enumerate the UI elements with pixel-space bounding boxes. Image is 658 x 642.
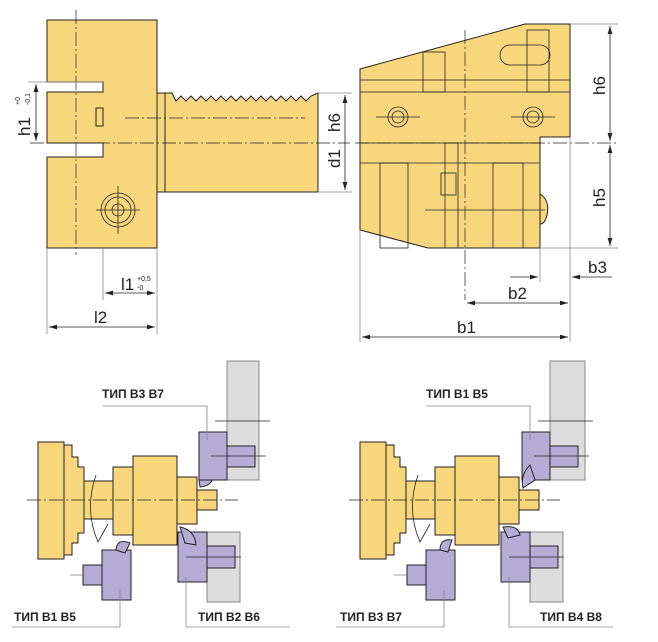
label-type-b3-b7-right: ТИП В3 В7 <box>340 610 402 624</box>
key <box>95 107 104 127</box>
h6-left-label: h6 <box>325 113 344 132</box>
d1-label: d1 <box>325 149 344 168</box>
b3-label: b3 <box>588 258 607 277</box>
toothed-shank <box>164 92 319 193</box>
label-type-b1-b5-right: ТИП В1 В5 <box>426 387 488 401</box>
l1-tol-upper: +0,5 <box>137 276 151 283</box>
usage-scheme-right: ТИП В1 В5 ТИП В3 В7 ТИП В4 В8 <box>336 360 613 628</box>
h1-label: h1 <box>15 117 34 136</box>
label-type-b4-b8: ТИП В4 В8 <box>540 610 602 624</box>
l1-label: l1 <box>121 275 134 294</box>
h1-tol-upper: +0 <box>15 97 22 105</box>
front-view: h6 h5 b3 b2 b1 <box>355 23 618 342</box>
l2-label: l2 <box>94 308 107 327</box>
shank-flange <box>156 92 166 193</box>
h6-right-label: h6 <box>590 76 609 95</box>
b1-label: b1 <box>457 318 476 337</box>
b2-label: b2 <box>508 284 527 303</box>
label-type-b1-b5: ТИП В1 В5 <box>14 610 76 624</box>
h5-label: h5 <box>590 188 609 207</box>
holder-body <box>46 19 158 249</box>
h1-tol-lower: -0,1 <box>25 93 32 105</box>
label-type-b3-b7: ТИП В3 В7 <box>102 387 164 401</box>
tool-b3-b7-right <box>425 549 456 601</box>
tool-b1-b5 <box>101 549 132 601</box>
side-view: h1 +0 -0,1 l1 +0,5 -0 l2 h6 d1 <box>15 10 352 334</box>
screw-hole-icon <box>96 186 140 234</box>
usage-scheme-left: ТИП В3 В7 ТИП В1 В5 ТИП В2 В6 <box>12 360 290 628</box>
label-type-b2-b6: ТИП В2 В6 <box>198 610 260 624</box>
l1-tol-lower: -0 <box>137 285 143 292</box>
